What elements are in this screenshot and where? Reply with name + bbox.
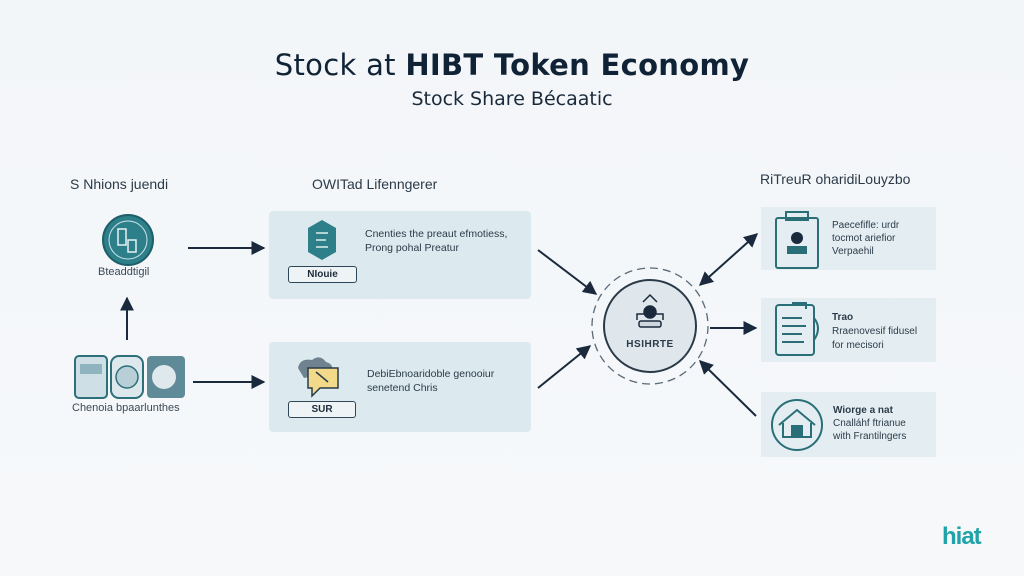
- middle-heading: OWITad Lifenngerer: [312, 176, 438, 192]
- document-icon: [775, 302, 819, 356]
- chat-icon: [298, 357, 339, 398]
- clipboard-person-icon: [775, 211, 819, 269]
- left-heading: S Nhions juendi: [70, 176, 169, 192]
- text-line: DebiEbnoaridoble genooiur: [367, 368, 495, 380]
- card-title: Wiorge a nat: [833, 405, 893, 416]
- card-1-text: Cnenties the preaut efmotiess, Prong poh…: [365, 227, 507, 255]
- text-line: Cnalláhf ftrianue: [833, 418, 906, 429]
- top-icon-label: Bteaddtigil: [98, 266, 150, 278]
- device-icons: [74, 355, 185, 399]
- arrow-mid-top: [537, 249, 598, 295]
- right-card-3-text: Wiorge a nat Cnalláhf ftrianue with Fran…: [833, 404, 906, 443]
- arrow-mid-bottom: [537, 345, 592, 389]
- page-title: Stock at HIBT Token Economy: [0, 48, 1024, 82]
- arrow-right-top: [698, 233, 759, 286]
- right-card-2-text: Trao Rraenovesif fidusel for mecisori: [832, 311, 917, 353]
- hub-person-icon: [636, 293, 664, 328]
- page-subtitle: Stock Share Bécaatic: [411, 88, 613, 110]
- text-line: Cnenties the preaut efmotiess,: [365, 228, 508, 240]
- card-2-text: DebiEbnoaridoble genooiur senetend Chris: [367, 367, 494, 395]
- right-card-1-text: Paecefifle: urdr tocmot ariefior Verpaeh…: [832, 219, 899, 258]
- brand-logo: hiat: [942, 523, 982, 550]
- text-line: Verpaehil: [832, 246, 874, 257]
- text-line: Paecefifle: urdr: [832, 220, 900, 231]
- card-1-button[interactable]: NIouie: [288, 266, 357, 283]
- house-icon: [771, 399, 823, 451]
- building-circle-icon: [102, 214, 154, 266]
- text-line: Rraenovesif fidusel: [832, 326, 918, 337]
- hub-label: HSIHRTE: [626, 339, 674, 350]
- arrow-right-bottom: [699, 360, 757, 417]
- text-line: tocmot ariefior: [832, 233, 896, 244]
- right-heading: RiTreuR oharidiLouyzbo: [760, 171, 911, 187]
- bottom-icons-label: Chenoia bpaarlunthes: [72, 402, 180, 414]
- title-prefix: Stock at: [274, 48, 396, 82]
- title-bold: HIBT Token Economy: [405, 48, 750, 82]
- hexagon-icon: [308, 220, 336, 260]
- text-line: with Frantilngers: [833, 431, 907, 442]
- text-line: for mecisori: [832, 340, 884, 351]
- text-line: senetend Chris: [367, 382, 438, 394]
- text-line: Prong pohal Preatur: [365, 242, 459, 254]
- hub-outer-ring: [591, 267, 709, 385]
- card-title: Trao: [832, 312, 854, 323]
- card-2-button[interactable]: SUR: [288, 401, 356, 418]
